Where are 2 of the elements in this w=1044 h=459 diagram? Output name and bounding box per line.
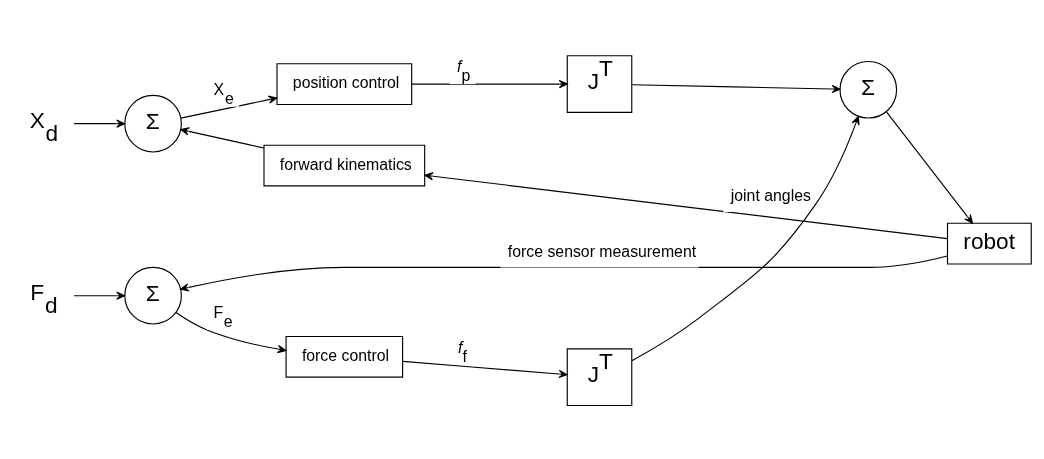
edge-label: joint angles [730, 187, 811, 205]
edge-label: force sensor measurement [507, 242, 697, 260]
